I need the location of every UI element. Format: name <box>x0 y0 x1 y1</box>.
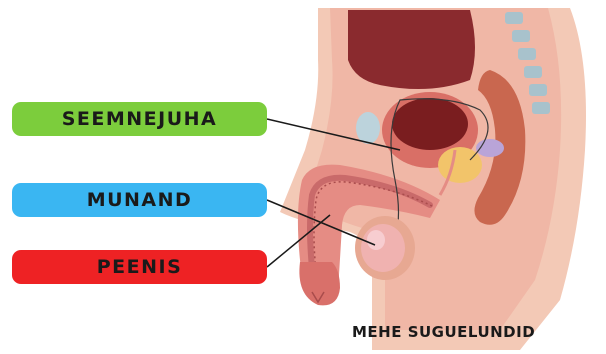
abdominal-organ <box>348 10 475 89</box>
diagram-caption: MEHE SUGUELUNDID <box>352 323 562 341</box>
prostate <box>438 147 482 183</box>
label-peenis: PEENIS <box>12 250 267 284</box>
pubic-bone <box>356 112 380 144</box>
testis <box>361 224 405 272</box>
bladder-inner <box>392 98 468 150</box>
label-munand: MUNAND <box>12 183 267 217</box>
testis-highlight <box>367 230 385 250</box>
label-seemnejuha: SEEMNEJUHA <box>12 102 267 136</box>
